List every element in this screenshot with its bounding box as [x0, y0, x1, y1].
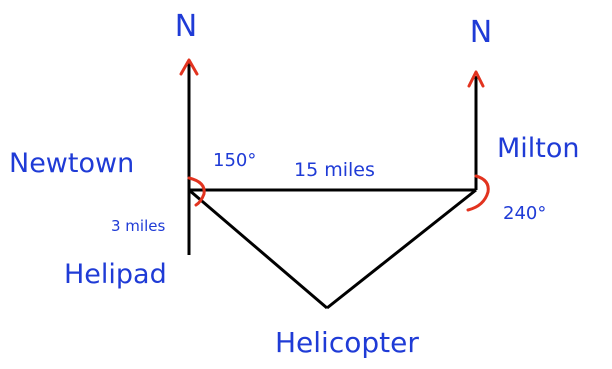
- angle-arc-newtown: [187, 176, 206, 207]
- north-label-milton: N: [470, 15, 492, 50]
- angle-label-newtown: 150°: [213, 150, 256, 171]
- north-arrow-icon-milton: [467, 70, 485, 88]
- distance-label-newtown-helipad: 3 miles: [111, 217, 165, 235]
- distance-label-newtown-milton: 15 miles: [294, 159, 375, 181]
- north-arrow-icon-newtown: [179, 58, 199, 76]
- place-label-helicopter: Helicopter: [275, 326, 419, 359]
- place-label-milton: Milton: [497, 133, 580, 164]
- angle-label-milton: 240°: [503, 203, 546, 224]
- angle-arc-milton: [466, 174, 490, 212]
- place-label-helipad: Helipad: [64, 259, 167, 290]
- newtown-helicopter-line: [188, 188, 328, 310]
- north-label-newtown: N: [175, 9, 197, 44]
- place-label-newtown: Newtown: [9, 148, 134, 179]
- milton-helicopter-line: [326, 188, 477, 310]
